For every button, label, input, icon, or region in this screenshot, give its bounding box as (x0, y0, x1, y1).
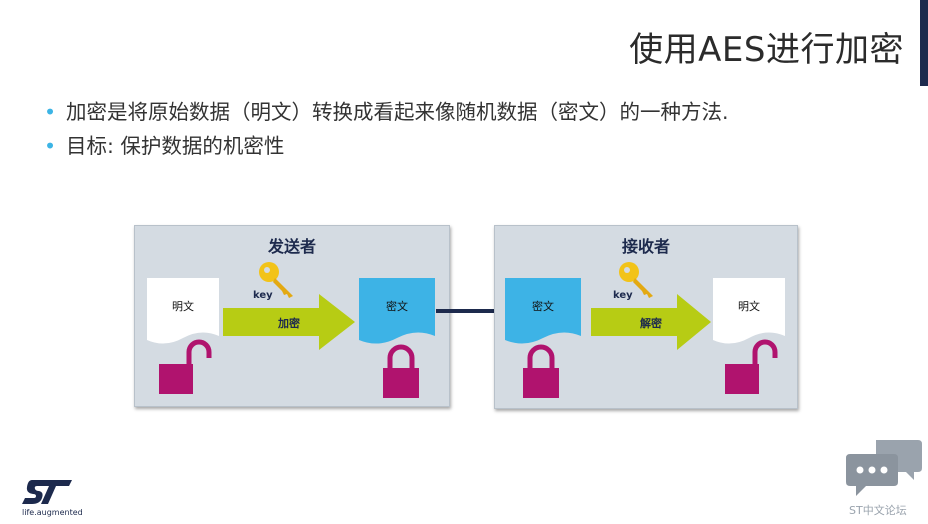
ciphertext-label: 密文 (532, 300, 554, 313)
receiver-panel: 接收者 密文 key 解密 明文 (494, 225, 798, 409)
key-icon (617, 260, 657, 304)
unlocked-padlock-icon (725, 338, 785, 398)
bullet-item: 加密是将原始数据（明文）转换成看起来像随机数据（密文）的一种方法. (44, 95, 729, 129)
slide-title: 使用AES进行加密 (629, 30, 904, 70)
bullet-list: 加密是将原始数据（明文）转换成看起来像随机数据（密文）的一种方法. 目标: 保护… (44, 95, 729, 163)
chat-bubbles-icon (846, 440, 922, 504)
plaintext-document: 明文 (147, 278, 219, 348)
key-label: key (613, 290, 633, 301)
logo-tagline: life.augmented (22, 508, 83, 517)
title-accent-bar (920, 0, 928, 86)
ciphertext-label: 密文 (386, 300, 408, 313)
transmit-arrow (436, 309, 504, 313)
decrypt-arrow: 解密 (591, 294, 711, 350)
st-logo (22, 478, 74, 510)
ciphertext-document: 密文 (359, 278, 435, 348)
plaintext-document: 明文 (713, 278, 785, 348)
locked-padlock-icon (523, 344, 559, 402)
bullet-item: 目标: 保护数据的机密性 (44, 129, 729, 163)
sender-panel: 发送者 明文 key 加密 密文 (134, 225, 450, 407)
encrypt-arrow: 加密 (223, 294, 355, 350)
plaintext-label: 明文 (172, 300, 194, 313)
key-label: key (253, 290, 273, 301)
receiver-title: 接收者 (621, 237, 670, 256)
encrypt-label: 加密 (278, 317, 300, 330)
plaintext-label: 明文 (738, 300, 760, 313)
forum-label: ST中文论坛 (849, 504, 907, 517)
ciphertext-document: 密文 (505, 278, 581, 348)
unlocked-padlock-icon (159, 338, 219, 398)
decrypt-label: 解密 (640, 317, 662, 330)
locked-padlock-icon (383, 344, 419, 402)
sender-title: 发送者 (267, 237, 316, 256)
key-icon (257, 260, 297, 304)
